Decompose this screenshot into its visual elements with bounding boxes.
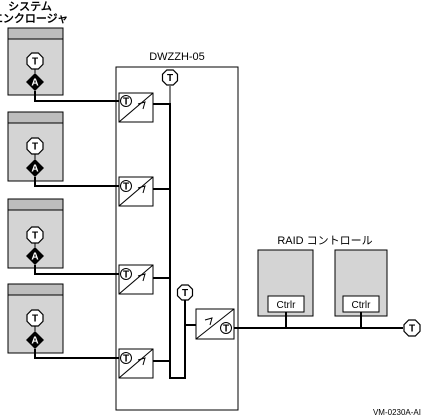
svg-text:T: T <box>32 314 38 325</box>
controller-label: Ctrlr <box>277 300 297 311</box>
adapter-icon: A <box>26 331 44 349</box>
svg-text:T: T <box>32 57 38 68</box>
svg-text:T: T <box>123 354 129 365</box>
enclosure-2: T A <box>7 111 64 182</box>
terminator-icon: T <box>403 319 421 337</box>
svg-text:A: A <box>31 252 38 263</box>
hub-title: DWZZH-05 <box>149 51 205 63</box>
converter-icon: T <box>118 264 154 295</box>
svg-text:A: A <box>31 164 38 175</box>
terminator-icon: T <box>26 226 44 244</box>
svg-text:T: T <box>409 324 415 335</box>
svg-text:T: T <box>182 288 188 299</box>
enclosure-3: T A <box>7 198 64 269</box>
svg-text:A: A <box>31 78 38 89</box>
converter-icon: T <box>118 348 154 379</box>
terminator-icon: T <box>26 137 44 155</box>
terminator-icon: T <box>26 309 44 327</box>
svg-text:T: T <box>32 142 38 153</box>
enclosure-4: T A <box>7 283 64 354</box>
converter-icon: T <box>118 176 154 207</box>
terminator-icon: T <box>161 69 179 86</box>
hub-bus <box>153 103 186 379</box>
adapter-icon: A <box>26 159 44 177</box>
converter-icon: T <box>118 92 154 123</box>
svg-text:T: T <box>123 97 129 108</box>
figure-id: VM-0230A-AI <box>373 408 421 417</box>
svg-text:T: T <box>123 270 129 281</box>
terminator-icon: T <box>26 52 44 70</box>
svg-text:A: A <box>31 336 38 347</box>
svg-text:T: T <box>123 182 129 193</box>
raid-controller-2: Ctrlr <box>334 249 388 317</box>
svg-text:T: T <box>167 73 173 84</box>
converter-icon: T <box>195 308 235 340</box>
cable-3 <box>34 265 119 275</box>
adapter-icon: A <box>26 247 44 265</box>
svg-text:T: T <box>32 231 38 242</box>
raid-controller-1: Ctrlr <box>257 249 314 317</box>
cable-2 <box>34 177 119 187</box>
adapter-icon: A <box>26 73 44 91</box>
raid-title: RAID コントロール <box>277 235 372 247</box>
controller-label: Ctrlr <box>352 300 372 311</box>
cable-1 <box>34 91 119 102</box>
svg-text:T: T <box>223 324 229 335</box>
cable-4 <box>34 349 119 359</box>
enclosure-1: T A <box>7 27 64 96</box>
enclosure-title-line1: システム <box>8 0 52 13</box>
enclosure-title-line2: エンクロージャ <box>0 12 68 25</box>
terminator-icon: T <box>176 284 194 301</box>
